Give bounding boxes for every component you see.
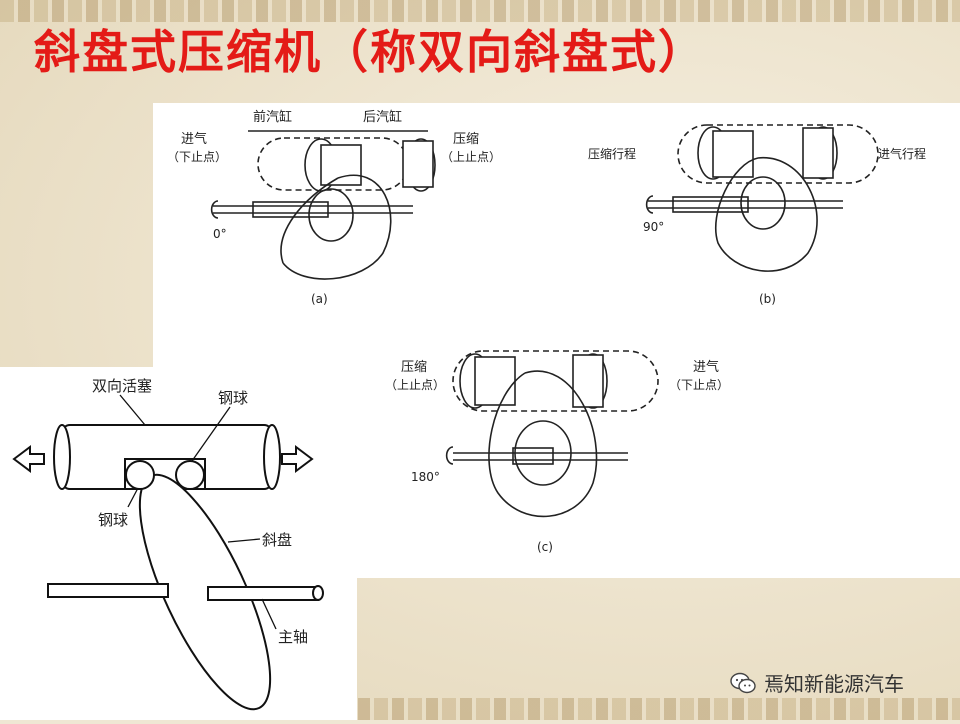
angle-c: 180° (411, 470, 440, 484)
label-compress-stroke: 压缩行程 (588, 146, 636, 161)
label-compress-a: 压缩 (453, 131, 479, 147)
piston-right-end (263, 424, 281, 490)
label-intake-bdc-c: （下止点） (669, 378, 729, 392)
swash-plate-diagram: 双向活塞 钢球 钢球 斜盘 主轴 (12, 377, 324, 711)
steel-ball-left (125, 460, 155, 490)
arrow-right-icon (281, 445, 314, 473)
wechat-icon (730, 672, 756, 693)
label-compress-tdc-a: （上止点） (441, 150, 501, 164)
label-front-cylinder: 前汽缸 (253, 109, 292, 125)
label-compress-tdc-c: （上止点） (385, 378, 445, 392)
label-intake-stroke: 进气行程 (878, 146, 926, 161)
caption-a: (a) (311, 292, 328, 306)
diagram-panel-left: 双向活塞 钢球 钢球 斜盘 主轴 (0, 367, 357, 720)
steel-ball-right (175, 460, 205, 490)
label-steel-ball-left: 钢球 (98, 511, 128, 529)
slide-title: 斜盘式压缩机（称双向斜盘式） (34, 25, 706, 79)
label-steel-ball-top: 钢球 (218, 389, 248, 407)
main-shaft-right (207, 586, 319, 601)
watermark: 焉知新能源汽车 (730, 668, 904, 697)
arrow-left-icon (12, 445, 45, 473)
piston-left-end (53, 424, 71, 490)
label-intake-a: 进气 (181, 131, 207, 147)
main-shaft-left (47, 583, 169, 598)
figure-b (645, 124, 879, 272)
figure-a (210, 130, 436, 280)
caption-c: (c) (537, 540, 553, 554)
angle-a: 0° (213, 227, 227, 241)
label-intake-c: 进气 (693, 359, 719, 375)
label-compress-c: 压缩 (401, 359, 427, 375)
label-intake-bdc-a: （下止点） (167, 150, 227, 164)
shaft-end (312, 585, 324, 601)
label-double-piston: 双向活塞 (92, 377, 152, 395)
caption-b: (b) (759, 292, 776, 306)
label-main-shaft: 主轴 (278, 628, 308, 646)
label-swash-plate: 斜盘 (262, 531, 292, 549)
angle-b: 90° (643, 220, 664, 234)
label-rear-cylinder: 后汽缸 (363, 109, 402, 125)
figure-c (445, 350, 659, 518)
watermark-text: 焉知新能源汽车 (764, 672, 904, 696)
decorative-border-top (0, 0, 960, 22)
compressor-stroke-diagrams: 前汽缸 后汽缸 进气 （下止点） 压缩 （上止点） 0° (a) 压缩行程 进气… (167, 109, 926, 554)
